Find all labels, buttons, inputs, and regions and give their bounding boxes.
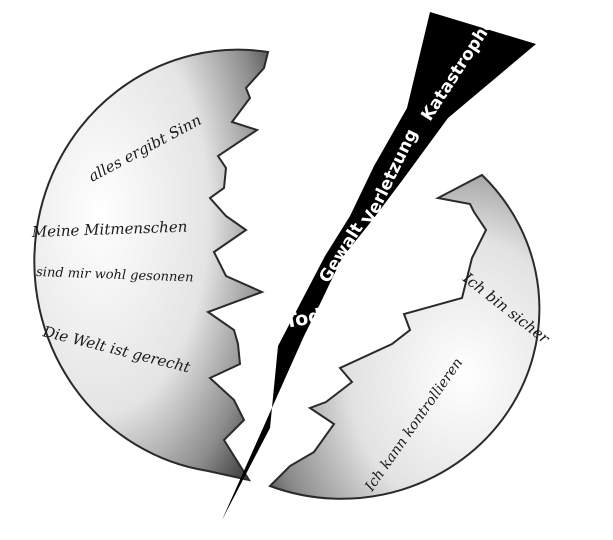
left-text-line-3: sind mir wohl gesonnen — [36, 265, 194, 285]
bolt-label-tod: Tod — [283, 305, 323, 333]
left-sphere-fragment — [33, 48, 270, 482]
right-sphere-fragment — [268, 173, 541, 500]
bolt-label-gewalt: Gewalt — [315, 220, 367, 287]
left-text-line-2: Meine Mitmenschen — [31, 218, 188, 241]
lightning-bolt — [222, 12, 536, 520]
